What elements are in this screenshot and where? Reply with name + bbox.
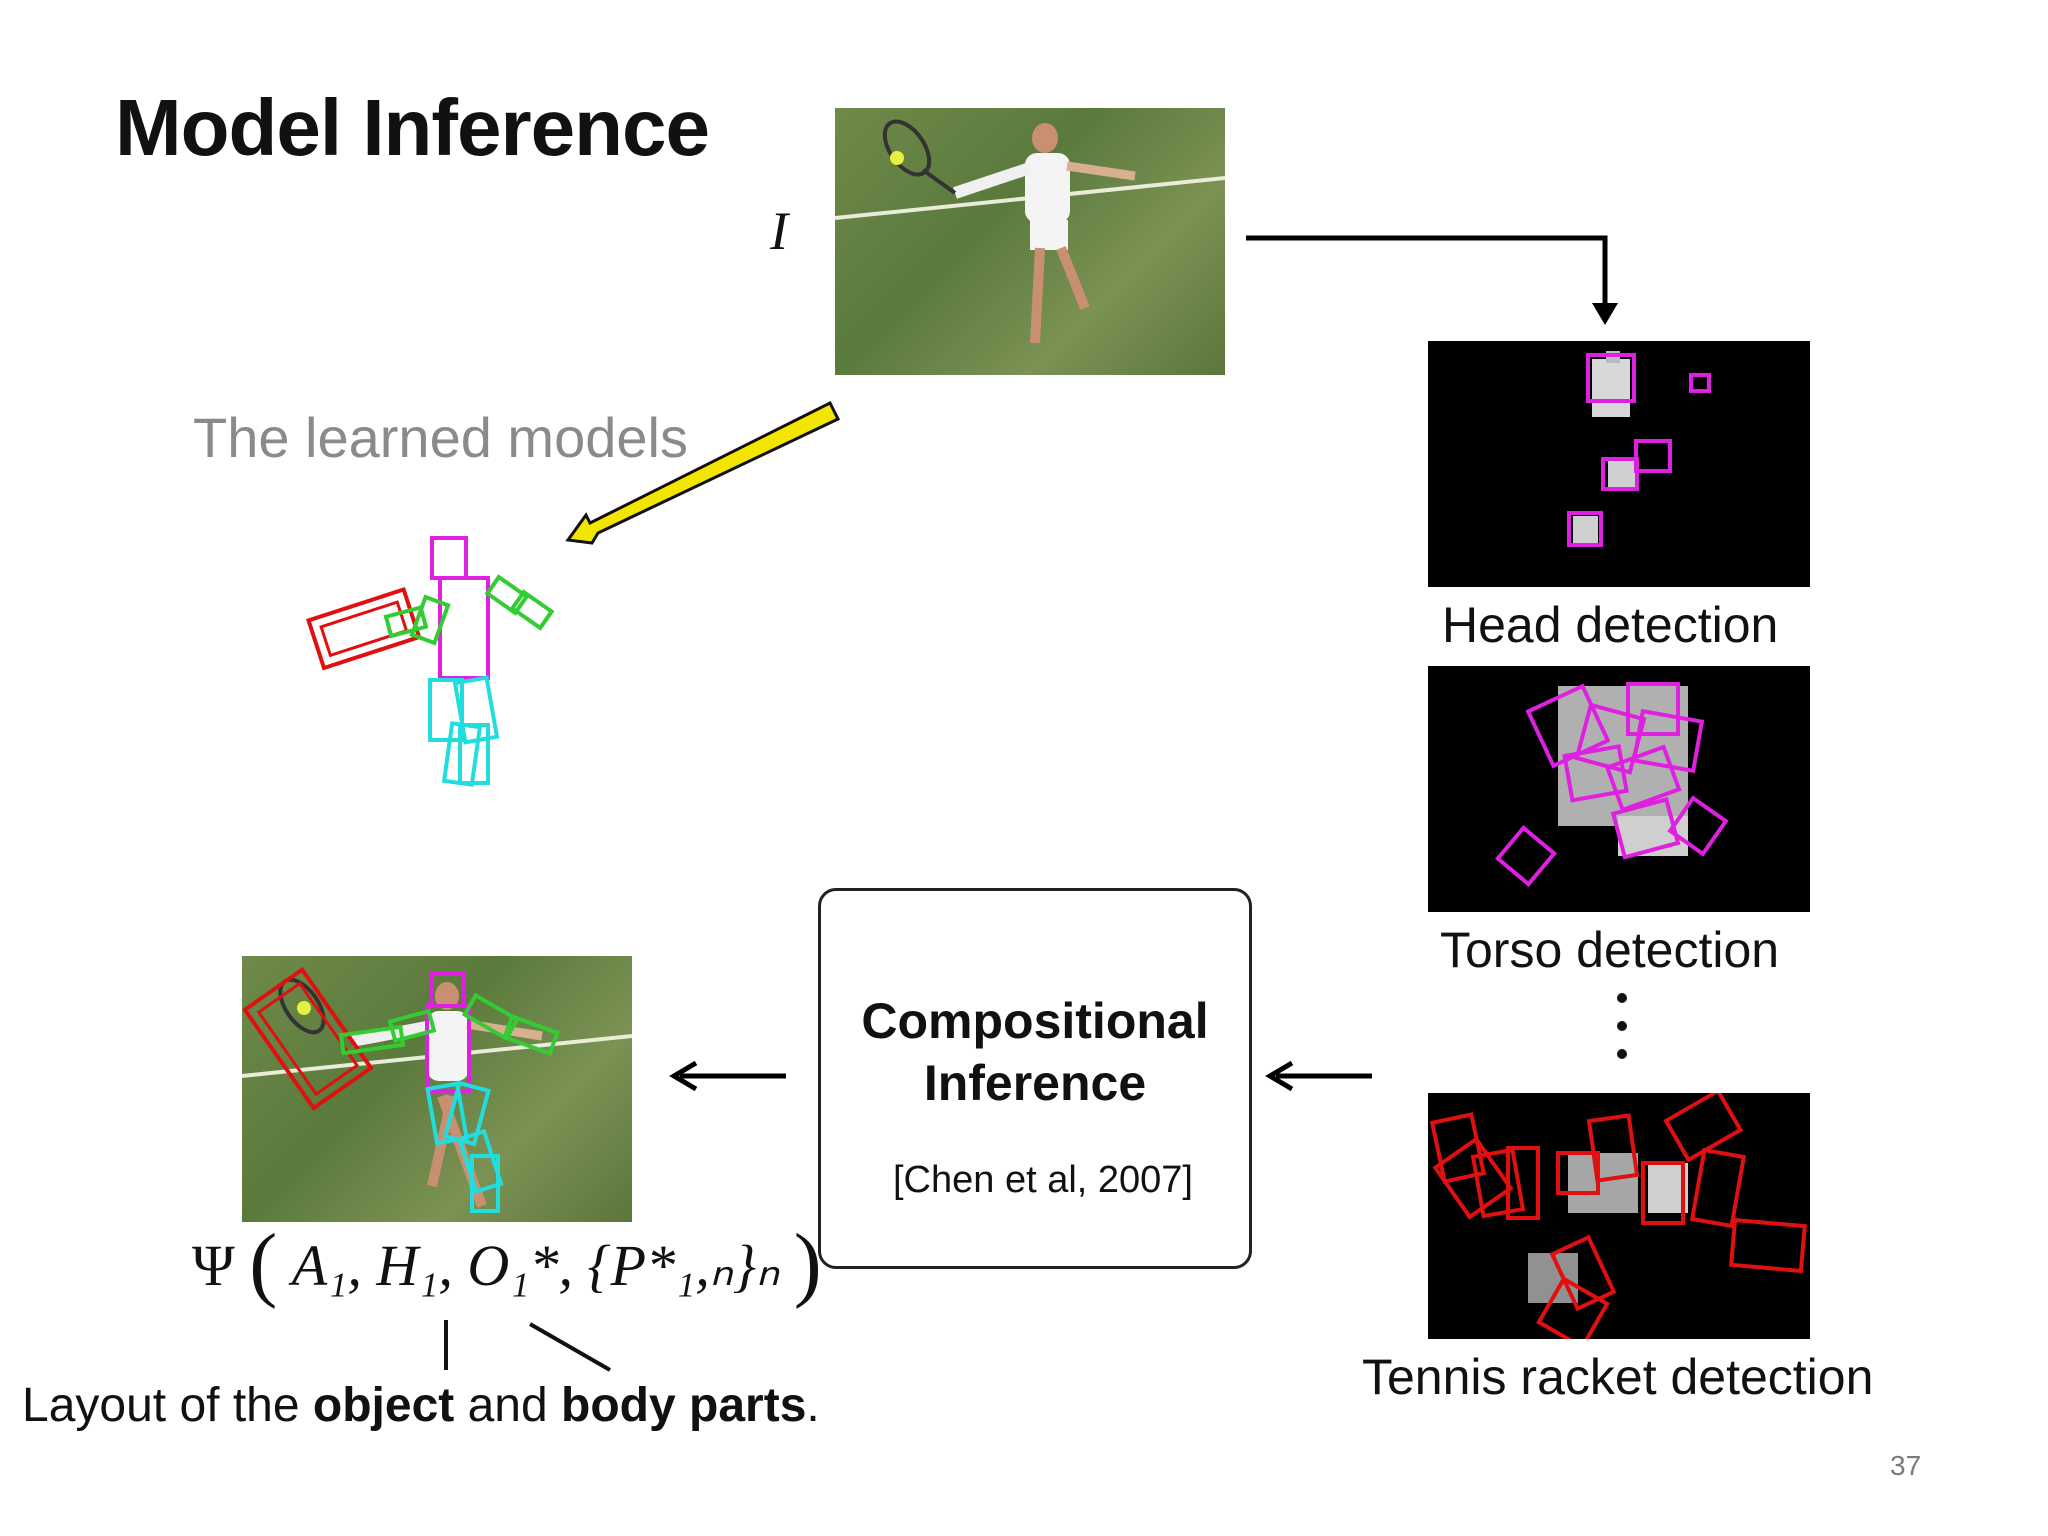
- page-number: 37: [1890, 1450, 1922, 1481]
- yellow-arrow: [565, 400, 840, 545]
- layout-caption-prefix: Layout of the: [22, 1379, 313, 1432]
- layout-caption: Layout of the object and body parts.: [22, 1378, 820, 1433]
- formula-psi: Ψ: [192, 1233, 235, 1298]
- compositional-inference-box: Compositional Inference [Chen et al, 200…: [818, 888, 1252, 1269]
- racket-detection-map: [1428, 1093, 1810, 1339]
- input-tennis-photo: [835, 108, 1225, 375]
- arrow-to-result: [669, 1060, 786, 1092]
- head-detection-map: [1428, 341, 1810, 587]
- head-detection-label: Head detection: [1442, 597, 1779, 653]
- learned-model-figure: [306, 536, 555, 787]
- learned-models-label: The learned models: [193, 406, 688, 469]
- input-image-symbol: I: [770, 201, 788, 261]
- torso-detection-label: Torso detection: [1440, 922, 1780, 978]
- arrow-to-detections: [1246, 235, 1618, 325]
- layout-caption-parts: body parts: [561, 1379, 807, 1432]
- racket-detection-label: Tennis racket detection: [1362, 1349, 1874, 1405]
- inference-title-line1: Compositional: [861, 993, 1209, 1049]
- inference-title-line2: Inference: [923, 1055, 1147, 1111]
- slide-title: Model Inference: [115, 83, 710, 172]
- layout-caption-middle: and: [454, 1379, 562, 1432]
- layout-caption-suffix: .: [806, 1379, 820, 1432]
- torso-detection-map: [1428, 666, 1810, 912]
- ellipsis-dots: [1617, 993, 1627, 1059]
- formula-arguments: A₁, H₁, O₁*, {P*₁,ₙ}ₙ: [291, 1233, 780, 1298]
- arrow-to-inference: [1265, 1060, 1372, 1092]
- layout-caption-object: object: [312, 1379, 455, 1432]
- citation: [Chen et al, 2007]: [893, 1159, 1193, 1201]
- formula-pointer-lines: [444, 1320, 611, 1372]
- layout-formula: Ψ ( A₁, H₁, O₁*, {P*₁,ₙ}ₙ ): [192, 1217, 822, 1310]
- result-tennis-photo: [242, 956, 632, 1222]
